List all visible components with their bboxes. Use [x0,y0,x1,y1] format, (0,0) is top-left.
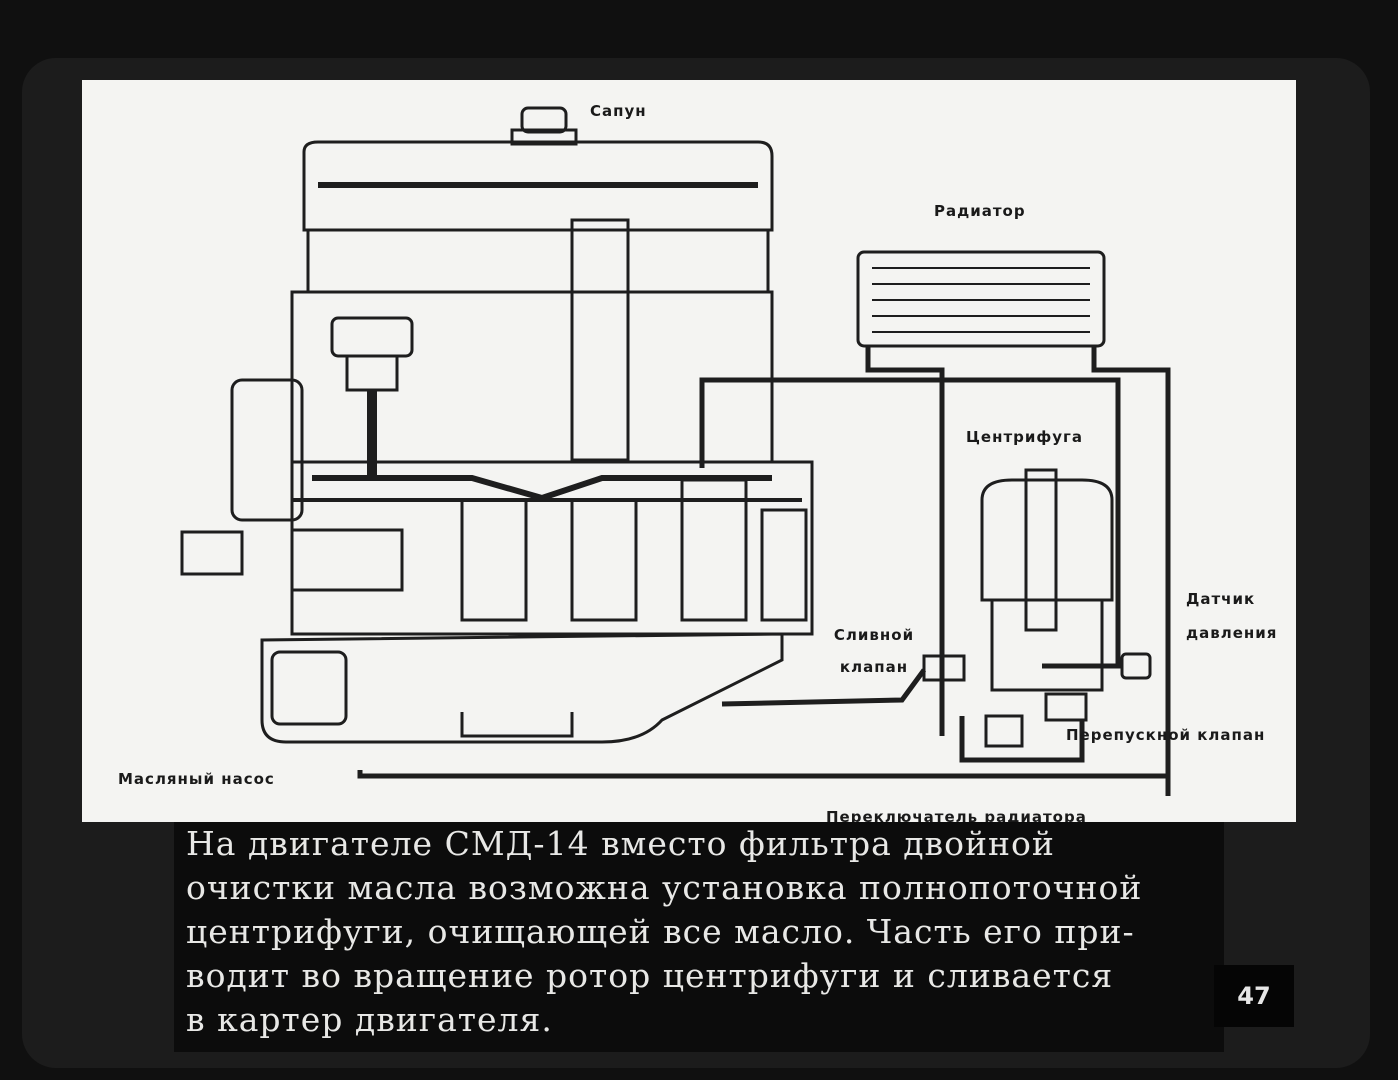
bypass-valve-shape [1044,692,1088,722]
cylinder-head-shape [306,228,770,294]
breather-label: Сапун [590,102,647,120]
caption-line: водит во вращение ротор центрифуги и сли… [186,956,1114,995]
drain-return-pipe-shape [721,668,927,707]
crank-throw-shape [460,498,528,622]
engine-drawing [180,106,1171,796]
valve-cover-shape [302,140,774,232]
flywheel-side-shape [760,508,808,622]
radiator-shape [856,250,1106,348]
breather-cap-shape [520,106,568,134]
radiator-inlet-pipe-shape [865,346,945,736]
return-line-shape [357,770,1171,796]
caption-line: На двигателе СМД-14 вместо фильтра двойн… [186,824,1055,863]
oil-pickup-shape [460,712,574,738]
breather-base-shape [510,128,578,146]
drain-valve-label-line2: клапан [839,658,909,676]
radiator-switch-label: Переключатель радиатора [826,808,1087,826]
bypass-valve-label: Перепускной клапан [1066,726,1266,744]
engine-lubrication-diagram: Сапун Радиатор Центрифуга Датчик давлени… [82,80,1296,826]
caption-line: очистки масла возможна установка полнопо… [186,868,1143,907]
centrifuge-housing-shape [980,478,1114,602]
drain-valve-label-line1: Сливной [833,626,915,644]
caption-line: в картер двигателя. [186,1000,553,1039]
gallery-feed-pipe-shape [699,377,772,468]
timing-cover-shape [230,378,304,522]
crank-pulley-shape [180,530,244,576]
main-oil-gallery-shape [312,475,772,502]
caption-text: На двигателе СМД-14 вместо фильтра двойн… [186,822,1216,1042]
oil-sump-shape [260,632,784,744]
radiator-label: Радиатор [934,202,1026,220]
front-journal-shape [290,528,404,592]
piston-skirt-shape [345,354,399,392]
oil-pump-label: Масляный насос [118,770,275,788]
piston-shape [330,316,414,358]
centrifuge-base-shape [990,598,1104,692]
radiator-switch-shape [984,714,1024,748]
centrifuge-rotor-shaft-shape [1024,468,1058,632]
pressure-line-shape [702,377,1121,669]
drain-valve-shape [922,654,966,682]
crank-throw-shape [570,498,638,622]
crankcase-shape [290,460,814,636]
centrifuge-label: Центрифуга [966,428,1084,446]
caption-line: центрифуги, очищающей все масло. Часть е… [186,912,1135,951]
oil-pump-shape [270,650,348,726]
radiator-outlet-pipe-shape [1091,346,1171,796]
pressure-sensor-label-line1: Датчик [1186,590,1256,608]
pressure-sensor-shape [1120,652,1152,680]
page-number: 47 [1214,965,1294,1027]
bypass-return-pipe-shape [959,716,1085,763]
caption-background [174,822,1224,1052]
pressure-sensor-label-line2: давления [1186,624,1278,642]
pushrod-housing-shape [570,218,630,462]
